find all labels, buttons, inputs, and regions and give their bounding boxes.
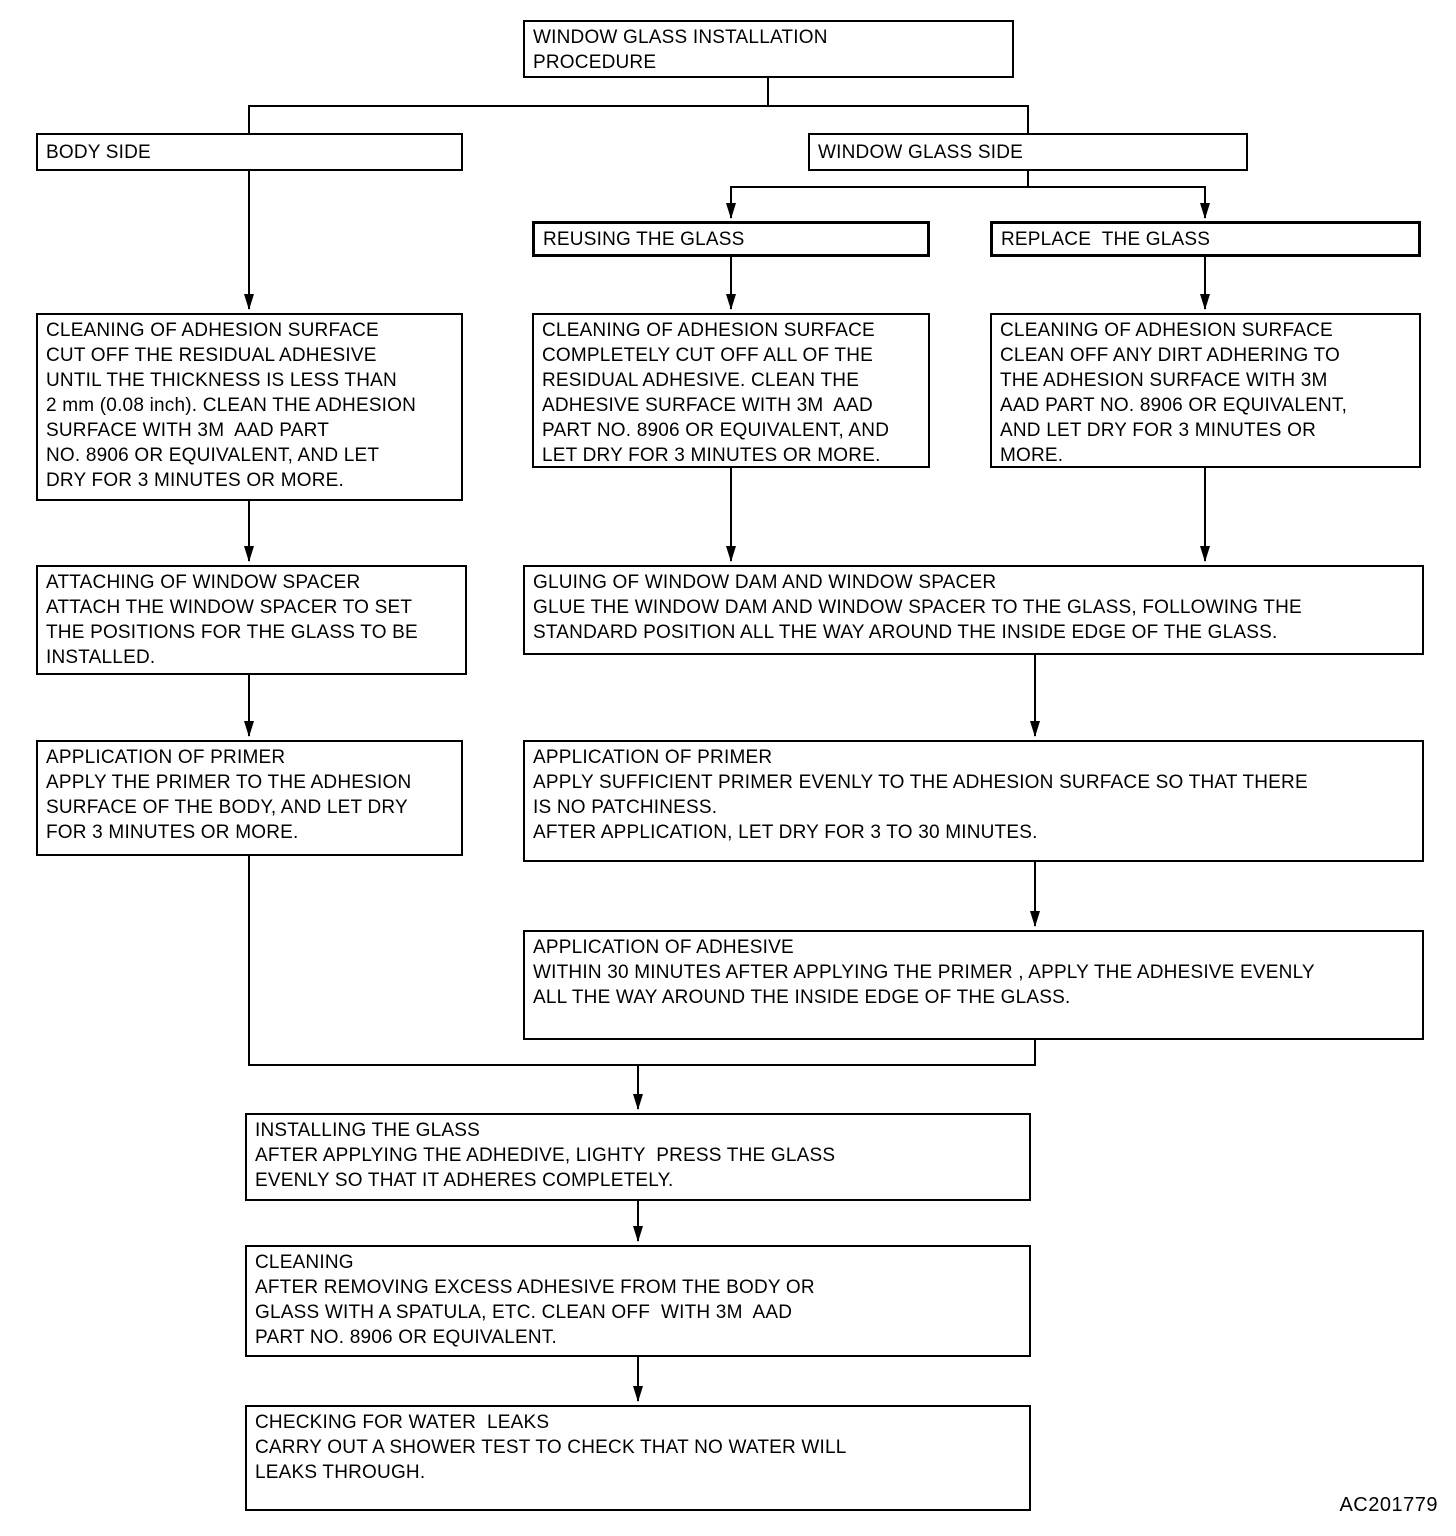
node-cleaning: CLEANING AFTER REMOVING EXCESS ADHESIVE … bbox=[245, 1245, 1031, 1357]
node-glass-application-of-primer: APPLICATION OF PRIMER APPLY SUFFICIENT P… bbox=[523, 740, 1424, 862]
node-replace-the-glass: REPLACE THE GLASS bbox=[990, 221, 1421, 257]
node-body-side: BODY SIDE bbox=[36, 133, 463, 171]
node-replace-cleaning-adhesion-surface: CLEANING OF ADHESION SURFACE CLEAN OFF A… bbox=[990, 313, 1421, 468]
node-installing-the-glass: INSTALLING THE GLASS AFTER APPLYING THE … bbox=[245, 1113, 1031, 1201]
node-attaching-window-spacer: ATTACHING OF WINDOW SPACER ATTACH THE WI… bbox=[36, 565, 467, 675]
node-reusing-the-glass: REUSING THE GLASS bbox=[532, 221, 930, 257]
node-body-cleaning-adhesion-surface: CLEANING OF ADHESION SURFACE CUT OFF THE… bbox=[36, 313, 463, 501]
node-reuse-cleaning-adhesion-surface: CLEANING OF ADHESION SURFACE COMPLETELY … bbox=[532, 313, 930, 468]
node-checking-for-water-leaks: CHECKING FOR WATER LEAKS CARRY OUT A SHO… bbox=[245, 1405, 1031, 1511]
node-procedure-title: WINDOW GLASS INSTALLATION PROCEDURE bbox=[523, 20, 1014, 78]
node-body-application-of-primer: APPLICATION OF PRIMER APPLY THE PRIMER T… bbox=[36, 740, 463, 856]
node-application-of-adhesive: APPLICATION OF ADHESIVE WITHIN 30 MINUTE… bbox=[523, 930, 1424, 1040]
node-gluing-window-dam-spacer: GLUING OF WINDOW DAM AND WINDOW SPACER G… bbox=[523, 565, 1424, 655]
node-window-glass-side: WINDOW GLASS SIDE bbox=[808, 133, 1248, 171]
figure-code: AC201779 bbox=[1339, 1494, 1438, 1516]
